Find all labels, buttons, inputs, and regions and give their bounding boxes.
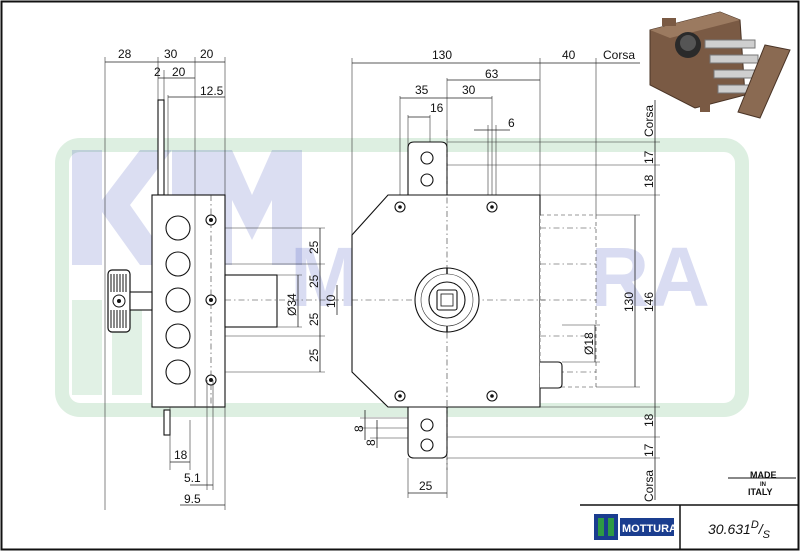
- dim-130-top: 130: [432, 48, 452, 62]
- dim-2: 2: [154, 65, 161, 79]
- cylinder-rose-icon: [414, 267, 480, 333]
- bolt-circles: [165, 215, 191, 385]
- dim-16: 16: [430, 101, 444, 115]
- dim-25-bottom: 25: [419, 479, 433, 493]
- dim-17-top: 17: [642, 150, 656, 164]
- watermark-frame: [55, 138, 749, 417]
- dim-25-c: 25: [307, 312, 321, 326]
- watermark-logo-icon: [72, 150, 302, 395]
- footer: MADE IN ITALY MOTTURA 30.631D/S: [580, 470, 798, 549]
- dim-30-front: 30: [462, 83, 476, 97]
- dim-28: 28: [118, 47, 132, 61]
- dim-10: 10: [324, 294, 338, 308]
- dim-18-bottom: 18: [642, 413, 656, 427]
- label-corsa-right-bottom: Corsa: [642, 470, 656, 502]
- dim-20-top: 20: [200, 47, 214, 61]
- front-view: 130 40 Corsa 35 63 16 30 6: [351, 48, 660, 502]
- dim-12-5: 12.5: [200, 84, 224, 98]
- lock-product-photo: [649, 11, 791, 119]
- dim-5-1: 5.1: [184, 471, 201, 485]
- dim-20: 20: [172, 65, 186, 79]
- dim-18-side: 18: [174, 448, 188, 462]
- bolt-throw-area: [539, 214, 597, 388]
- label-corsa-right-top: Corsa: [642, 105, 656, 137]
- side-view: 28 30 20 2 20 12.5: [104, 47, 345, 510]
- model-number: 30.631D/S: [708, 519, 771, 541]
- dim-63: 63: [485, 67, 499, 81]
- dim-9-5: 9.5: [184, 492, 201, 506]
- dim-17-bottom: 17: [642, 443, 656, 457]
- dim-8-b: 8: [364, 439, 378, 446]
- dim-25-a: 25: [307, 240, 321, 254]
- brand-logo-text: MOTTURA: [622, 523, 677, 535]
- top-ear: [407, 141, 448, 195]
- front-screw-holes: [394, 201, 498, 402]
- dim-6: 6: [508, 116, 515, 130]
- dim-25-d: 25: [307, 348, 321, 362]
- dim-phi-34: Ø34: [285, 293, 299, 316]
- screw-holes: [205, 214, 217, 386]
- dim-18-top: 18: [642, 174, 656, 188]
- dim-25-b: 25: [307, 274, 321, 288]
- latch: [540, 361, 563, 389]
- dim-8-a: 8: [352, 425, 366, 432]
- dim-130-right: 130: [622, 292, 636, 312]
- knob-icon: [107, 269, 153, 333]
- mottura-logo-icon: [594, 514, 674, 540]
- made-label: MADE: [750, 470, 777, 480]
- label-corsa-top: Corsa: [603, 48, 635, 62]
- dim-40: 40: [562, 48, 576, 62]
- dim-35: 35: [415, 83, 429, 97]
- dim-30: 30: [164, 47, 178, 61]
- italy-label: ITALY: [748, 487, 773, 497]
- bottom-ear: [407, 407, 448, 459]
- dim-phi-18: Ø18: [582, 332, 596, 355]
- cylinder-housing: [224, 274, 278, 328]
- dim-146: 146: [642, 292, 656, 312]
- in-label: IN: [760, 482, 766, 488]
